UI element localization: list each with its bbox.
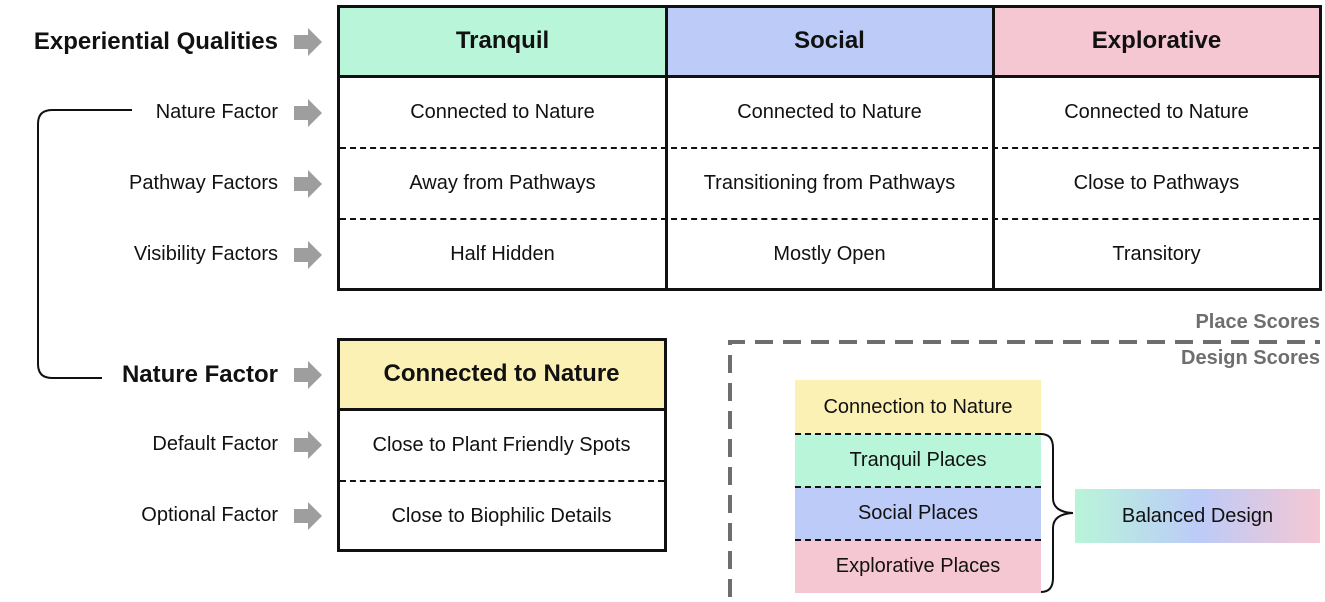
row-divider — [340, 480, 664, 482]
cell-tranquil-pathway: Away from Pathways — [409, 172, 596, 194]
row-divider — [795, 486, 1041, 488]
column-header-social: Social — [794, 27, 865, 54]
cell-optional-factor: Close to Biophilic Details — [391, 504, 612, 527]
arrow-icon — [294, 431, 322, 464]
table-border — [337, 408, 667, 411]
arrow-icon — [294, 99, 322, 132]
label-experiential-qualities: Experiential Qualities — [33, 28, 278, 55]
bracket-connector — [36, 108, 132, 387]
header-bg-connected — [339, 340, 664, 408]
score-bg-connection — [795, 380, 1041, 434]
cell-social-pathway: Transitioning from Pathways — [703, 172, 956, 194]
header-bg-explorative — [993, 7, 1320, 75]
cell-social-visibility: Mostly Open — [773, 243, 886, 265]
label-pathway-factors: Pathway Factors — [129, 172, 278, 194]
score-row-social: Social Places — [857, 502, 979, 524]
table-border — [337, 5, 1322, 8]
table-border — [1319, 5, 1322, 291]
header-bg-social — [666, 7, 993, 75]
label-default-factor: Default Factor — [152, 433, 278, 455]
table-border — [337, 288, 1322, 291]
score-row-explorative: Explorative Places — [835, 555, 1001, 577]
balanced-design-bg — [1075, 489, 1320, 543]
table-border — [664, 338, 667, 552]
arrow-icon — [294, 28, 322, 61]
row-divider — [340, 218, 1319, 220]
table-border — [337, 5, 340, 291]
cell-tranquil-visibility: Half Hidden — [450, 243, 555, 265]
curly-brace — [1039, 432, 1079, 599]
row-divider — [795, 433, 1041, 435]
arrow-icon — [294, 502, 322, 535]
row-divider — [340, 147, 1319, 149]
score-bg-explorative — [795, 540, 1041, 593]
bottom-header: Connected to Nature — [383, 360, 620, 387]
table-border — [337, 549, 667, 552]
score-bg-social — [795, 487, 1041, 540]
label-optional-factor: Optional Factor — [141, 504, 278, 526]
cell-explorative-pathway: Close to Pathways — [1073, 172, 1240, 194]
table-border — [337, 338, 667, 341]
place-scores-label: Place Scores — [1195, 311, 1320, 333]
table-border — [337, 75, 1322, 78]
score-bg-tranquil — [795, 434, 1041, 487]
score-row-tranquil: Tranquil Places — [849, 449, 987, 471]
balanced-design: Balanced Design — [1121, 504, 1274, 527]
label-nature-factor-top: Nature Factor — [155, 101, 278, 123]
scores-dashed-frame — [728, 340, 1325, 602]
arrow-icon — [294, 361, 322, 394]
arrow-icon — [294, 241, 322, 274]
cell-tranquil-nature: Connected to Nature — [410, 101, 595, 123]
cell-explorative-visibility: Transitory — [1112, 243, 1201, 265]
cell-explorative-nature: Connected to Nature — [1064, 101, 1249, 123]
header-bg-tranquil — [339, 7, 666, 75]
design-scores-label: Design Scores — [1181, 347, 1320, 369]
score-row-connection: Connection to Nature — [823, 395, 1013, 418]
cell-default-factor: Close to Plant Friendly Spots — [372, 433, 631, 456]
cell-social-nature: Connected to Nature — [737, 101, 922, 123]
column-header-explorative: Explorative — [1091, 27, 1222, 54]
label-nature-factor-bottom: Nature Factor — [121, 361, 278, 388]
row-divider — [795, 539, 1041, 541]
table-border — [337, 338, 340, 552]
column-header-tranquil: Tranquil — [455, 27, 550, 54]
label-visibility-factors: Visibility Factors — [133, 243, 278, 265]
arrow-icon — [294, 170, 322, 203]
